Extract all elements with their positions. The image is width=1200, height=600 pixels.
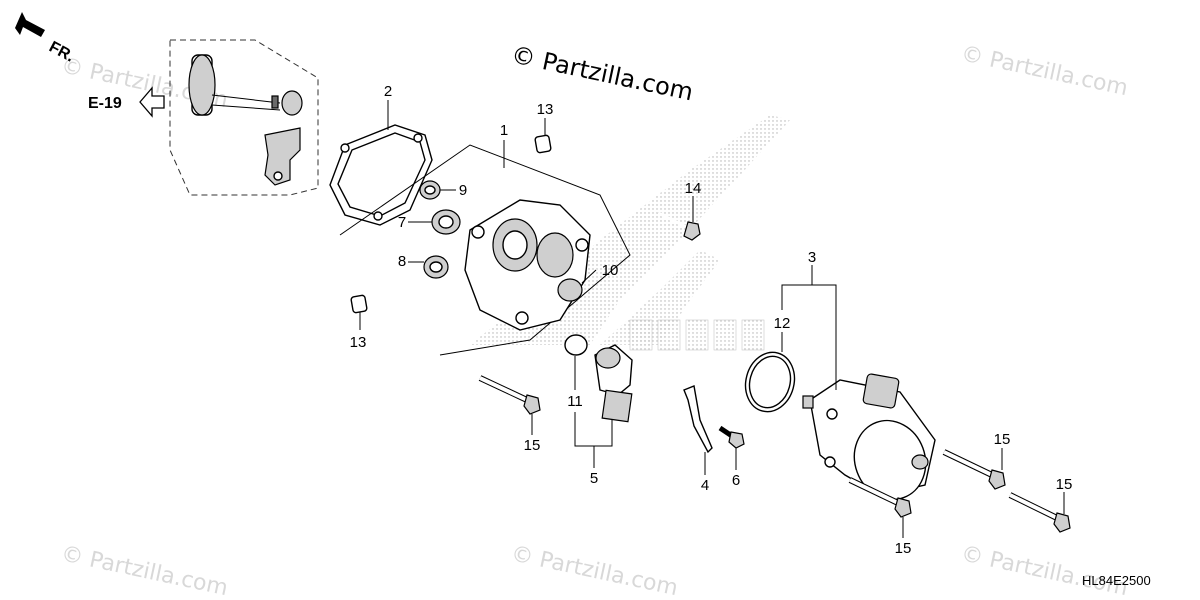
callout-15-center: 15 xyxy=(994,431,1011,448)
dowel-pin-13-bottom xyxy=(350,294,368,314)
watermark-bottom-center: © Partzilla.com xyxy=(509,541,680,600)
callout-4: 4 xyxy=(701,477,709,494)
reference-e19: E-19 xyxy=(88,86,165,118)
callout-6: 6 xyxy=(732,472,740,489)
watermark-main: © Partzilla.com xyxy=(509,40,696,106)
callout-15-right: 15 xyxy=(1056,476,1073,493)
sensor-part xyxy=(594,344,633,423)
callout-12: 12 xyxy=(774,315,791,332)
bearing-8 xyxy=(423,255,449,279)
gasket-part xyxy=(329,124,433,226)
reference-arrow-icon xyxy=(139,86,165,118)
callout-8: 8 xyxy=(398,253,406,270)
callout-3: 3 xyxy=(808,249,816,266)
assembly-outline xyxy=(339,144,631,356)
callout-5: 5 xyxy=(590,470,598,487)
bearing-7 xyxy=(431,209,461,235)
gear-icon xyxy=(188,54,303,116)
bolt-15-motor-lower xyxy=(848,477,912,518)
watermark-bottom-left: © Partzilla.com xyxy=(59,541,230,600)
bolt-14 xyxy=(657,211,701,241)
o-ring-12 xyxy=(744,351,796,413)
watermark-bottom-right: © Partzilla.com xyxy=(959,541,1130,600)
bracket-4 xyxy=(683,385,713,454)
diagram-code: HL84E2500 xyxy=(1082,573,1151,588)
callout-11: 11 xyxy=(567,393,583,410)
reference-label: E-19 xyxy=(88,95,122,112)
callouts: 1 2 3 4 5 6 7 8 9 10 11 12 13 13 14 15 1… xyxy=(350,83,1073,557)
direction-arrow-icon xyxy=(15,12,45,37)
housing-part xyxy=(464,199,591,331)
bearing-9 xyxy=(419,180,441,200)
front-direction-indicator: FR. xyxy=(15,12,77,66)
callout-2: 2 xyxy=(384,83,392,100)
reference-gear-group xyxy=(169,39,319,196)
callout-13-bottom: 13 xyxy=(350,334,367,351)
callout-9: 9 xyxy=(459,182,467,199)
bolt-15-motor-upper xyxy=(942,449,1006,490)
o-ring-11 xyxy=(564,334,588,356)
callout-13-top: 13 xyxy=(537,101,554,118)
bolt-6 xyxy=(718,425,745,449)
callout-10: 10 xyxy=(602,262,619,279)
dowel-pin-13-top xyxy=(534,134,552,154)
lever-icon xyxy=(264,127,301,186)
motor-part xyxy=(802,373,936,501)
bolt-15-left xyxy=(478,375,541,415)
seal-10 xyxy=(557,278,583,302)
callout-15-left: 15 xyxy=(524,437,541,454)
leader-lines xyxy=(359,100,1065,538)
watermark-top-right: © Partzilla.com xyxy=(959,41,1130,101)
callout-14: 14 xyxy=(685,180,702,197)
callout-15-bottom: 15 xyxy=(895,540,912,557)
callout-7: 7 xyxy=(398,214,406,231)
bolt-15-far-right xyxy=(1008,492,1071,533)
callout-1: 1 xyxy=(500,122,508,139)
